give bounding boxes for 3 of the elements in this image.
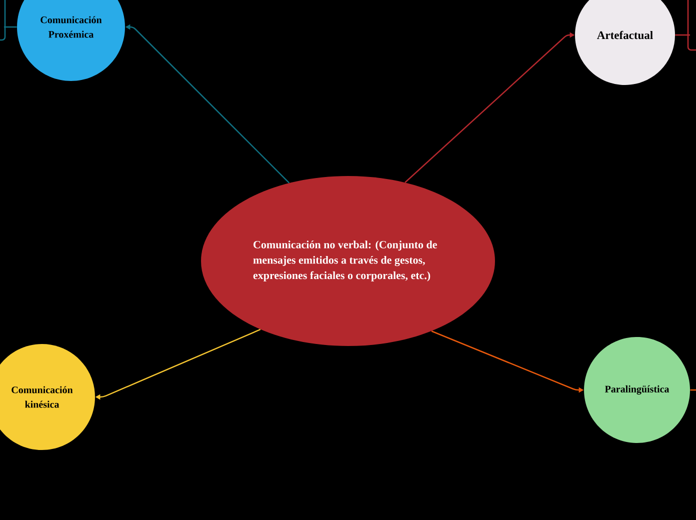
branch-line [690, 389, 696, 391]
branch-line [675, 34, 690, 36]
branch-line [4, 26, 17, 28]
